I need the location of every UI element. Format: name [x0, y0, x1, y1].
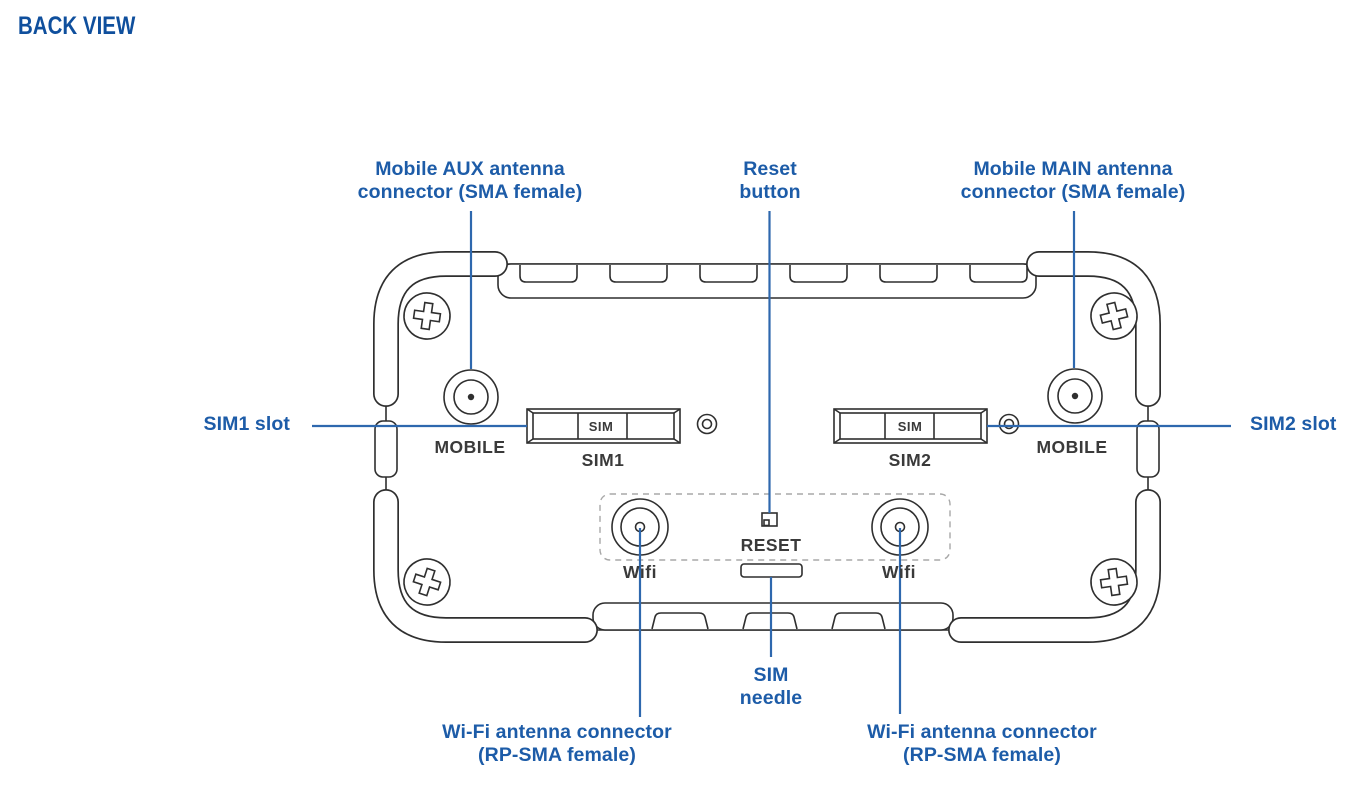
vent-slot — [969, 265, 1028, 283]
callout-sim2-slot-text: SIM2 slot — [1250, 413, 1337, 435]
vent-slot — [519, 265, 578, 283]
corner-bumper-bottom-left — [373, 489, 598, 643]
mobile-main-connector — [1047, 368, 1103, 424]
right-edge-bumper — [1136, 420, 1160, 478]
corner-bumper-top-right — [1026, 251, 1161, 407]
page-title: BACK VIEW — [18, 12, 136, 40]
sim2-label: SIM2 — [889, 450, 932, 470]
leader-lines — [312, 211, 1231, 717]
sim-card-left-label: SIM — [589, 419, 614, 434]
sim1-label: SIM1 — [582, 450, 625, 470]
callout-wifi-left-line2: (RP-SMA female) — [478, 744, 636, 766]
callout-mobile-aux: Mobile AUX antenna connector (SMA female… — [310, 158, 630, 204]
corner-bumper-bottom-right — [948, 489, 1161, 643]
callout-reset: Reset button — [610, 158, 930, 204]
reset-button-drawing — [761, 512, 778, 527]
screw-bottom-right — [1090, 558, 1138, 606]
callout-mobile-aux-line1: Mobile AUX antenna — [375, 158, 565, 180]
vent-slot — [609, 265, 668, 283]
top-vent-bar — [497, 263, 1037, 299]
callout-mobile-main-line2: connector (SMA female) — [960, 181, 1186, 203]
wifi-reset-dashed-outline — [599, 493, 951, 561]
corner-bumper-top-left — [373, 251, 508, 407]
callout-wifi-right-line2: (RP-SMA female) — [903, 744, 1061, 766]
sim2-eject-hole — [998, 413, 1020, 435]
callout-wifi-right: Wi-Fi antenna connector (RP-SMA female) — [822, 721, 1142, 767]
callout-wifi-left: Wi-Fi antenna connector (RP-SMA female) — [397, 721, 717, 767]
callout-mobile-aux-line2: connector (SMA female) — [357, 181, 583, 203]
vent-slot — [879, 265, 938, 283]
device-body — [373, 251, 1161, 643]
foot-tab — [651, 612, 709, 630]
sim-card-right-label: SIM — [898, 419, 923, 434]
callout-sim-needle-line1: SIM — [753, 664, 789, 686]
callout-sim-needle-line2: needle — [739, 687, 803, 709]
callout-sim2-slot: SIM2 slot — [1250, 413, 1365, 436]
wifi-right-label: Wifi — [882, 562, 916, 582]
callout-sim-needle: SIM needle — [691, 664, 851, 710]
sim1-slot-drawing — [526, 408, 681, 444]
left-edge-bumper — [374, 420, 398, 478]
sim-needle-slot — [740, 563, 803, 578]
wifi-left-label: Wifi — [623, 562, 657, 582]
sim2-slot-drawing — [833, 408, 988, 444]
mobile-aux-connector — [443, 369, 499, 425]
screw-top-left — [403, 292, 451, 340]
callout-mobile-main-line1: Mobile MAIN antenna — [973, 158, 1173, 180]
device-texts: MOBILE MOBILE SIM SIM SIM1 SIM2 RESET Wi… — [434, 419, 1107, 582]
sim1-eject-hole — [696, 413, 718, 435]
callout-reset-line1: Reset — [743, 158, 797, 180]
foot-tab — [831, 612, 886, 630]
vent-slot — [789, 265, 848, 283]
mobile-left-label: MOBILE — [434, 437, 505, 457]
callout-sim1-slot-text: SIM1 slot — [203, 413, 290, 435]
reset-label: RESET — [741, 535, 802, 555]
screw-top-right — [1090, 292, 1138, 340]
mobile-right-label: MOBILE — [1036, 437, 1107, 457]
callout-mobile-main: Mobile MAIN antenna connector (SMA femal… — [913, 158, 1233, 204]
vent-slot — [699, 265, 758, 283]
callout-wifi-left-line1: Wi-Fi antenna connector — [442, 721, 672, 743]
callout-wifi-right-line1: Wi-Fi antenna connector — [867, 721, 1097, 743]
callout-reset-line2: button — [739, 181, 801, 203]
callout-sim1-slot: SIM1 slot — [90, 413, 290, 436]
screw-bottom-left — [403, 558, 451, 606]
